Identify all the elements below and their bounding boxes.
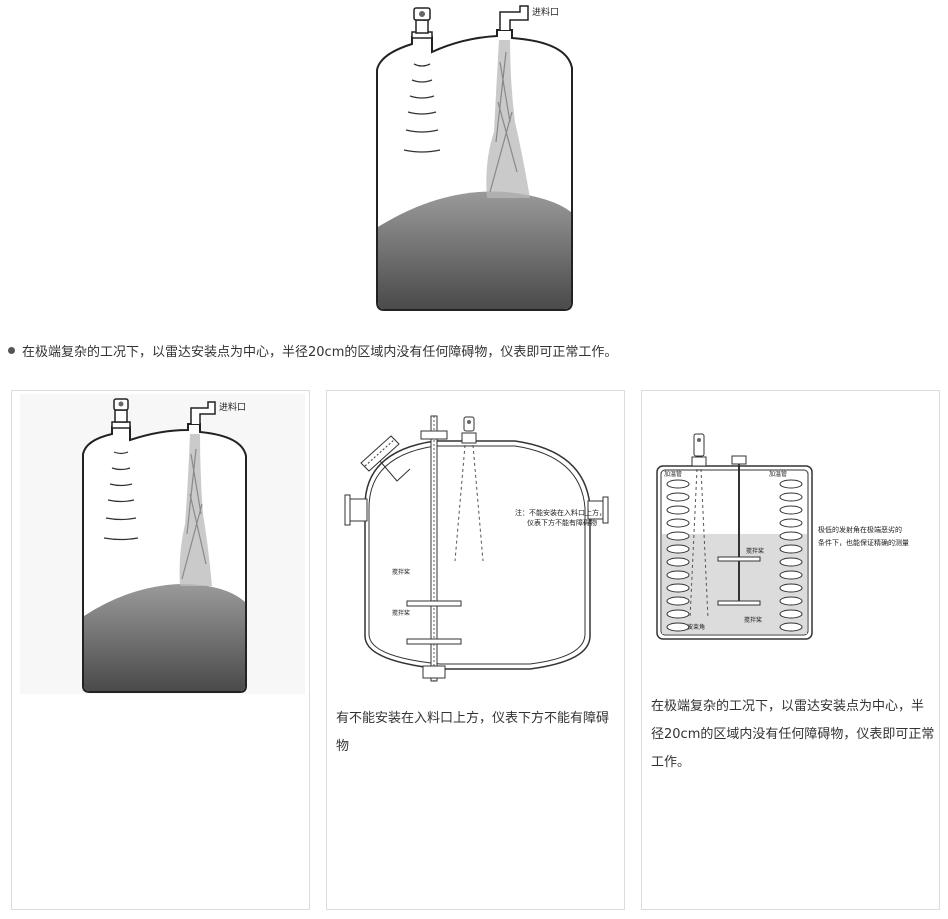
card2-figure: 搅拌桨 搅拌桨 注：不能安装在入料口上方， 仪表下方不能有障碍物	[335, 411, 620, 690]
material-fill	[378, 191, 571, 309]
agitator-blade-2	[406, 638, 462, 645]
inlet-pipe	[499, 5, 529, 30]
radar-sensor	[415, 19, 429, 34]
caption-text: 在极端复杂的工况下，以雷达安装点为中心，半径20cm的区域内没有任何障碍物，仪表…	[22, 345, 618, 360]
note-label-2: 条件下，也能保证精确的测量	[818, 538, 909, 547]
note-label: 极低的发射角在极端恶劣的	[818, 525, 902, 534]
feed-stream	[486, 40, 530, 198]
wave-angle-label: 波束角	[687, 623, 705, 631]
heater-coils-left	[666, 479, 690, 632]
inlet-label: 进料口	[532, 6, 559, 18]
card-reactor: 搅拌桨 搅拌桨 注：不能安装在入料口上方， 仪表下方不能有障碍物 有不能安装在入…	[326, 390, 625, 910]
radar-sensor	[693, 433, 705, 457]
card1-inlet-label: 进料口	[219, 401, 246, 413]
card-tank-feed: 进料口	[11, 390, 310, 910]
card1-figure: 进料口	[20, 394, 305, 698]
note-label: 注：不能安装在入料口上方，	[515, 508, 606, 517]
radar-waves	[403, 63, 441, 153]
heater-label-right: 加温管	[769, 470, 787, 478]
heater-coils-right	[779, 479, 803, 632]
hero-tank-figure: 进料口	[372, 2, 582, 314]
card2-text: 有不能安装在入料口上方，仪表下方不能有障碍物	[336, 711, 610, 754]
caption-line: 在极端复杂的工况下，以雷达安装点为中心，半径20cm的区域内没有任何障碍物，仪表…	[8, 341, 617, 360]
card-heated-tank: 加温管 加温管 搅拌桨 搅拌桨 波束角 极低的发射角在极端恶劣的 条件下，也能保…	[641, 390, 940, 910]
reactor-vessel	[364, 440, 591, 670]
agitator-label-1: 搅拌桨	[392, 568, 410, 576]
bullet-icon	[8, 347, 15, 354]
card3-figure: 加温管 加温管 搅拌桨 搅拌桨 波束角 极低的发射角在极端恶劣的 条件下，也能保…	[652, 429, 937, 648]
agitator-label-1: 搅拌桨	[746, 547, 764, 555]
tank-diagram: 进料口	[376, 5, 573, 311]
heater-label-left: 加温管	[664, 470, 682, 478]
card3-text: 在极端复杂的工况下，以雷达安装点为中心，半径20cm的区域内没有任何障碍物，仪表…	[651, 699, 935, 770]
note-label-2: 仪表下方不能有障碍物	[527, 518, 597, 527]
agitator-label-2: 搅拌桨	[744, 616, 762, 624]
agitator-blade-1	[406, 600, 462, 607]
agitator-label-2: 搅拌桨	[392, 609, 410, 617]
